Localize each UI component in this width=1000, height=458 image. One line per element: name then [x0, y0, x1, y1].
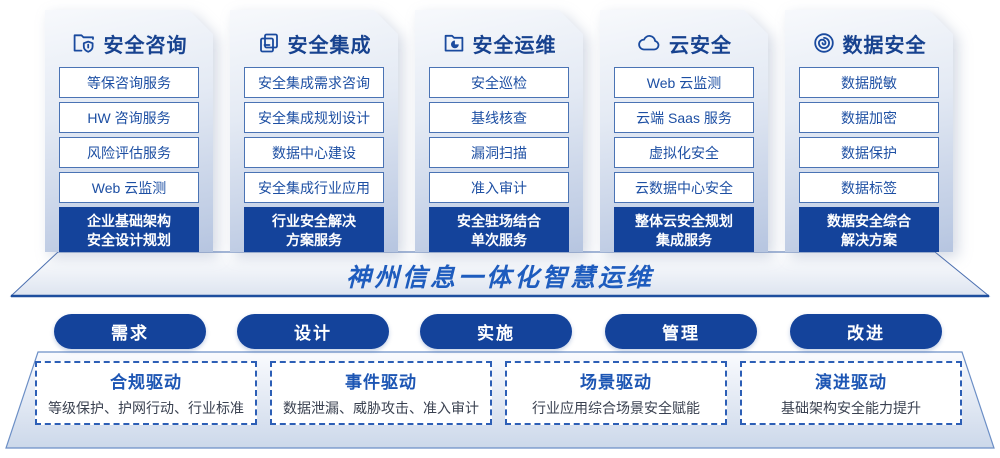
column-panel: 数据安全 数据脱敏 数据加密 数据保护 数据标签 数据安全综合 解决方案: [785, 10, 953, 252]
service-item: 虚拟化安全: [614, 137, 754, 168]
service-item: 数据保护: [799, 137, 939, 168]
stage-pill-manage: 管理: [605, 314, 757, 349]
column-security-operations: 安全运维 安全巡检 基线核查 漏洞扫描 准入审计 安全驻场结合 单次服务: [415, 10, 583, 252]
service-item: 数据脱敏: [799, 67, 939, 98]
banner-title: 神州信息一体化智慧运维: [345, 264, 654, 292]
cloud-icon: [636, 31, 662, 55]
column-cloud-security: 云安全 Web 云监测 云端 Saas 服务 虚拟化安全 云数据中心安全 整体云…: [600, 10, 768, 252]
service-item: 等保咨询服务: [59, 67, 199, 98]
driver-title: 演进驱动: [815, 373, 887, 392]
column-header: 云安全: [600, 27, 768, 59]
driver-incident: 事件驱动 数据泄漏、威胁攻击、准入审计: [270, 361, 492, 425]
column-footer: 整体云安全规划 集成服务: [614, 207, 754, 255]
driver-desc: 行业应用综合场景安全赋能: [532, 400, 700, 416]
driver-evolution: 演进驱动 基础架构安全能力提升: [740, 361, 962, 425]
stage-pill-implement: 实施: [420, 314, 572, 349]
service-item: 数据中心建设: [244, 137, 384, 168]
driver-title: 合规驱动: [110, 373, 182, 392]
column-header: 安全运维: [415, 27, 583, 59]
driver-compliance: 合规驱动 等级保护、护网行动、行业标准: [35, 361, 257, 425]
service-item: 云端 Saas 服务: [614, 102, 754, 133]
service-item: Web 云监测: [59, 172, 199, 203]
column-footer: 企业基础架构 安全设计规划: [59, 207, 199, 255]
stage-pill-requirements: 需求: [54, 314, 206, 349]
column-header: 安全集成: [230, 27, 398, 59]
column-panel: 安全咨询 等保咨询服务 HW 咨询服务 风险评估服务 Web 云监测 企业基础架…: [45, 10, 213, 252]
service-item: 安全巡检: [429, 67, 569, 98]
column-footer: 安全驻场结合 单次服务: [429, 207, 569, 255]
column-security-consulting: 安全咨询 等保咨询服务 HW 咨询服务 风险评估服务 Web 云监测 企业基础架…: [45, 10, 213, 252]
column-panel: 安全集成 安全集成需求咨询 安全集成规划设计 数据中心建设 安全集成行业应用 行…: [230, 10, 398, 252]
column-panel: 云安全 Web 云监测 云端 Saas 服务 虚拟化安全 云数据中心安全 整体云…: [600, 10, 768, 252]
column-panel: 安全运维 安全巡检 基线核查 漏洞扫描 准入审计 安全驻场结合 单次服务: [415, 10, 583, 252]
service-item: 安全集成规划设计: [244, 102, 384, 133]
folder-shield-icon: [71, 31, 97, 55]
driver-desc: 数据泄漏、威胁攻击、准入审计: [283, 400, 479, 416]
documents-icon: [257, 31, 281, 55]
data-coil-icon: [812, 31, 836, 55]
column-title: 安全咨询: [103, 34, 188, 57]
driver-scenario: 场景驱动 行业应用综合场景安全赋能: [505, 361, 727, 425]
column-title: 数据安全: [842, 34, 927, 57]
service-item: 云数据中心安全: [614, 172, 754, 203]
column-footer: 行业安全解决 方案服务: [244, 207, 384, 255]
driver-desc: 基础架构安全能力提升: [781, 400, 921, 416]
service-item: 安全集成需求咨询: [244, 67, 384, 98]
column-title: 安全集成: [287, 34, 372, 57]
banner-trapezoid: [9, 251, 991, 298]
column-security-integration: 安全集成 安全集成需求咨询 安全集成规划设计 数据中心建设 安全集成行业应用 行…: [230, 10, 398, 252]
service-item: 风险评估服务: [59, 137, 199, 168]
service-item: 数据标签: [799, 172, 939, 203]
column-title: 云安全: [669, 34, 732, 57]
column-title: 安全运维: [472, 34, 557, 57]
column-header: 数据安全: [785, 27, 953, 59]
column-footer: 数据安全综合 解决方案: [799, 207, 939, 255]
service-item: 安全集成行业应用: [244, 172, 384, 203]
column-data-security: 数据安全 数据脱敏 数据加密 数据保护 数据标签 数据安全综合 解决方案: [785, 10, 953, 252]
stage-pill-design: 设计: [237, 314, 389, 349]
service-item: Web 云监测: [614, 67, 754, 98]
service-item: 基线核查: [429, 102, 569, 133]
service-item: HW 咨询服务: [59, 102, 199, 133]
service-item: 准入审计: [429, 172, 569, 203]
column-header: 安全咨询: [45, 27, 213, 59]
driver-title: 事件驱动: [345, 373, 417, 392]
stage-pill-improve: 改进: [790, 314, 942, 349]
driver-title: 场景驱动: [580, 373, 652, 392]
service-item: 数据加密: [799, 102, 939, 133]
folder-pie-icon: [442, 31, 466, 55]
driver-desc: 等级保护、护网行动、行业标准: [48, 400, 244, 416]
service-item: 漏洞扫描: [429, 137, 569, 168]
